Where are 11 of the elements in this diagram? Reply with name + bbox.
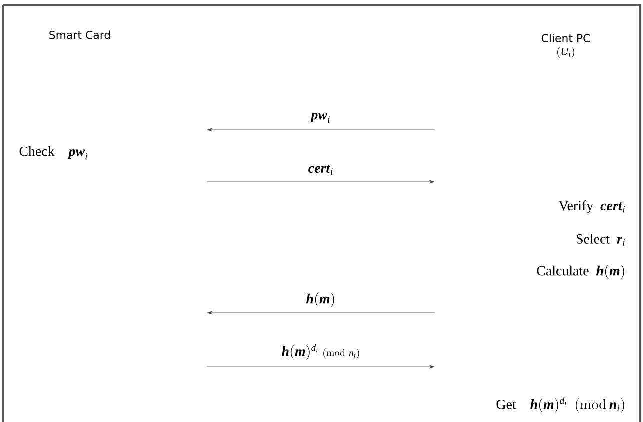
step-text: $\text{Select}\ \ \textbf{\textit{r}}_{i}$ (576, 234, 626, 246)
message-label: $\textbf{\textit{pw}}_{i}$ (310, 112, 330, 124)
message-label: $\textbf{\textit{h}}(\textbf{\textit{m}})$ (306, 292, 334, 308)
party-label: Smart Card (50, 30, 110, 40)
message-label: $\textbf{\textit{cert}}_{i}$ (308, 165, 333, 175)
step-text: $\text{Verify}\ \ \textbf{\textit{cert}}_{i}$ (558, 200, 626, 214)
party-label: Client PC $(U_{i})$ (542, 34, 590, 58)
message-label: $\textbf{\textit{h}}(\textbf{\textit{m}})^{d_{i}}\ {\scriptstyle (\mathrm{mod}\ n_{i})}$ (282, 344, 360, 360)
step-text: $\text{Get}\quad \textbf{\textit{h}}(\textbf{\textit{m}})^{d_{i}}\ \ (\mathrm{mod}\,\textbf{\textit{n}}_{i})$ (496, 397, 624, 413)
step-text: $\text{Calculate}\ \ \textbf{\textit{h}}(\textbf{\textit{m}})$ (537, 264, 624, 280)
step-text: $\text{Check}\quad \textbf{\textit{pw}}_{i}$ (20, 146, 88, 160)
